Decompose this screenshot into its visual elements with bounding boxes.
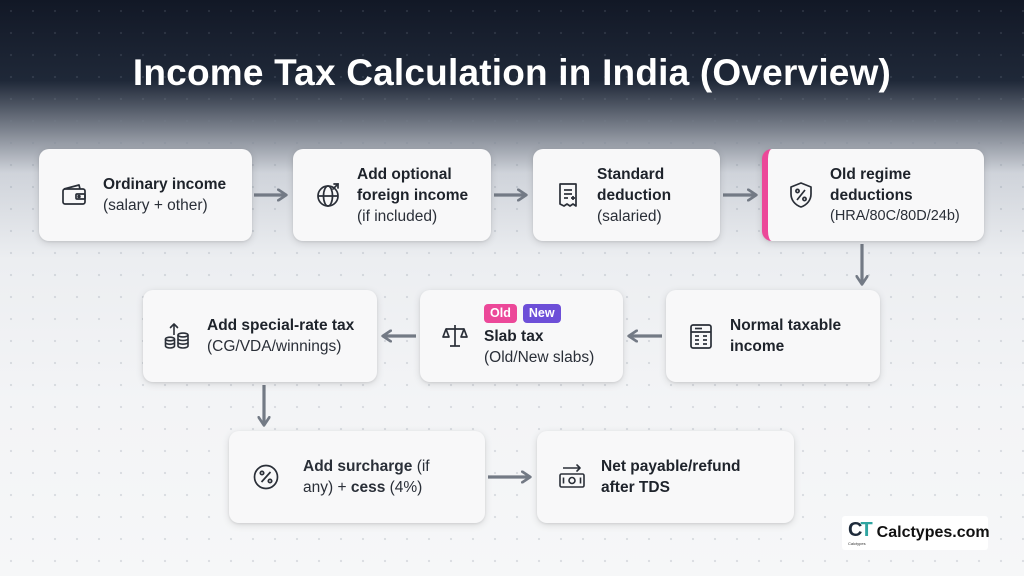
badge-old: Old [484, 304, 517, 323]
calctypes-logo: CT Calctypes Calctypes.com [842, 516, 990, 550]
cash-arrow-icon [557, 462, 587, 492]
wallet-icon [59, 180, 89, 210]
shield-percent-icon [786, 180, 816, 210]
step-ordinary-income: Ordinary income (salary + other) [39, 149, 252, 241]
step-title: Add special-rate tax [207, 317, 355, 334]
step-surcharge-cess: Add surcharge (if any) + cess (4%) [229, 431, 485, 523]
step-title-line1: Old regime [830, 165, 911, 183]
surcharge-note: (if [412, 458, 430, 475]
globe-icon [313, 180, 343, 210]
surcharge-any: any) + [303, 479, 351, 496]
step-title-line1: Add optional [357, 165, 452, 183]
step-title-line2: income [730, 338, 785, 355]
calculator-icon [686, 321, 716, 351]
cess-label: cess [350, 479, 386, 496]
step-desc: (salaried) [597, 207, 662, 225]
step-title-line1: Standard [597, 165, 665, 183]
receipt-icon [553, 180, 583, 210]
step-title: Slab tax [484, 328, 544, 345]
step-desc: (CG/VDA/winnings) [207, 338, 342, 355]
logo-text: Calctypes.com [876, 524, 990, 541]
step-desc: (salary + other) [103, 197, 208, 214]
step-special-rate-tax: Add special-rate tax (CG/VDA/winnings) [143, 290, 377, 382]
percent-circle-icon [251, 462, 281, 492]
step-title-line2: foreign income [357, 186, 469, 204]
step-slab-tax: Old New Slab tax (Old/New slabs) [420, 290, 623, 382]
step-title-line2: after TDS [601, 479, 670, 496]
step-desc: (Old/New slabs) [484, 349, 595, 366]
step-title-line1: Normal taxable [730, 317, 842, 334]
step-title: Ordinary income [103, 176, 227, 193]
step-net-payable-refund: Net payable/refund after TDS [537, 431, 794, 523]
step-title-line2: deduction [597, 186, 672, 204]
step-desc: (if included) [357, 207, 438, 225]
step-old-regime-deductions: Old regime deductions (HRA/80C/80D/24b) [762, 149, 984, 241]
surcharge-label: Add surcharge [303, 458, 413, 475]
coins-up-icon [163, 321, 193, 351]
scales-icon [440, 321, 470, 351]
step-desc: (HRA/80C/80D/24b) [830, 207, 960, 224]
page-title: Income Tax Calculation in India (Overvie… [132, 52, 892, 93]
logo-mark-subtext: Calctypes [848, 541, 866, 546]
step-title-line1: Net payable/refund [601, 458, 741, 475]
step-normal-taxable-income: Normal taxable income [666, 290, 880, 382]
badge-new: New [522, 304, 561, 323]
cess-rate: (4%) [385, 479, 423, 496]
calctypes-logo-icon: CT Calctypes [848, 519, 873, 546]
step-foreign-income: Add optional foreign income (if included… [293, 149, 491, 241]
step-title-line2: deductions [830, 186, 913, 204]
step-standard-deduction: Standard deduction (salaried) [533, 149, 720, 241]
